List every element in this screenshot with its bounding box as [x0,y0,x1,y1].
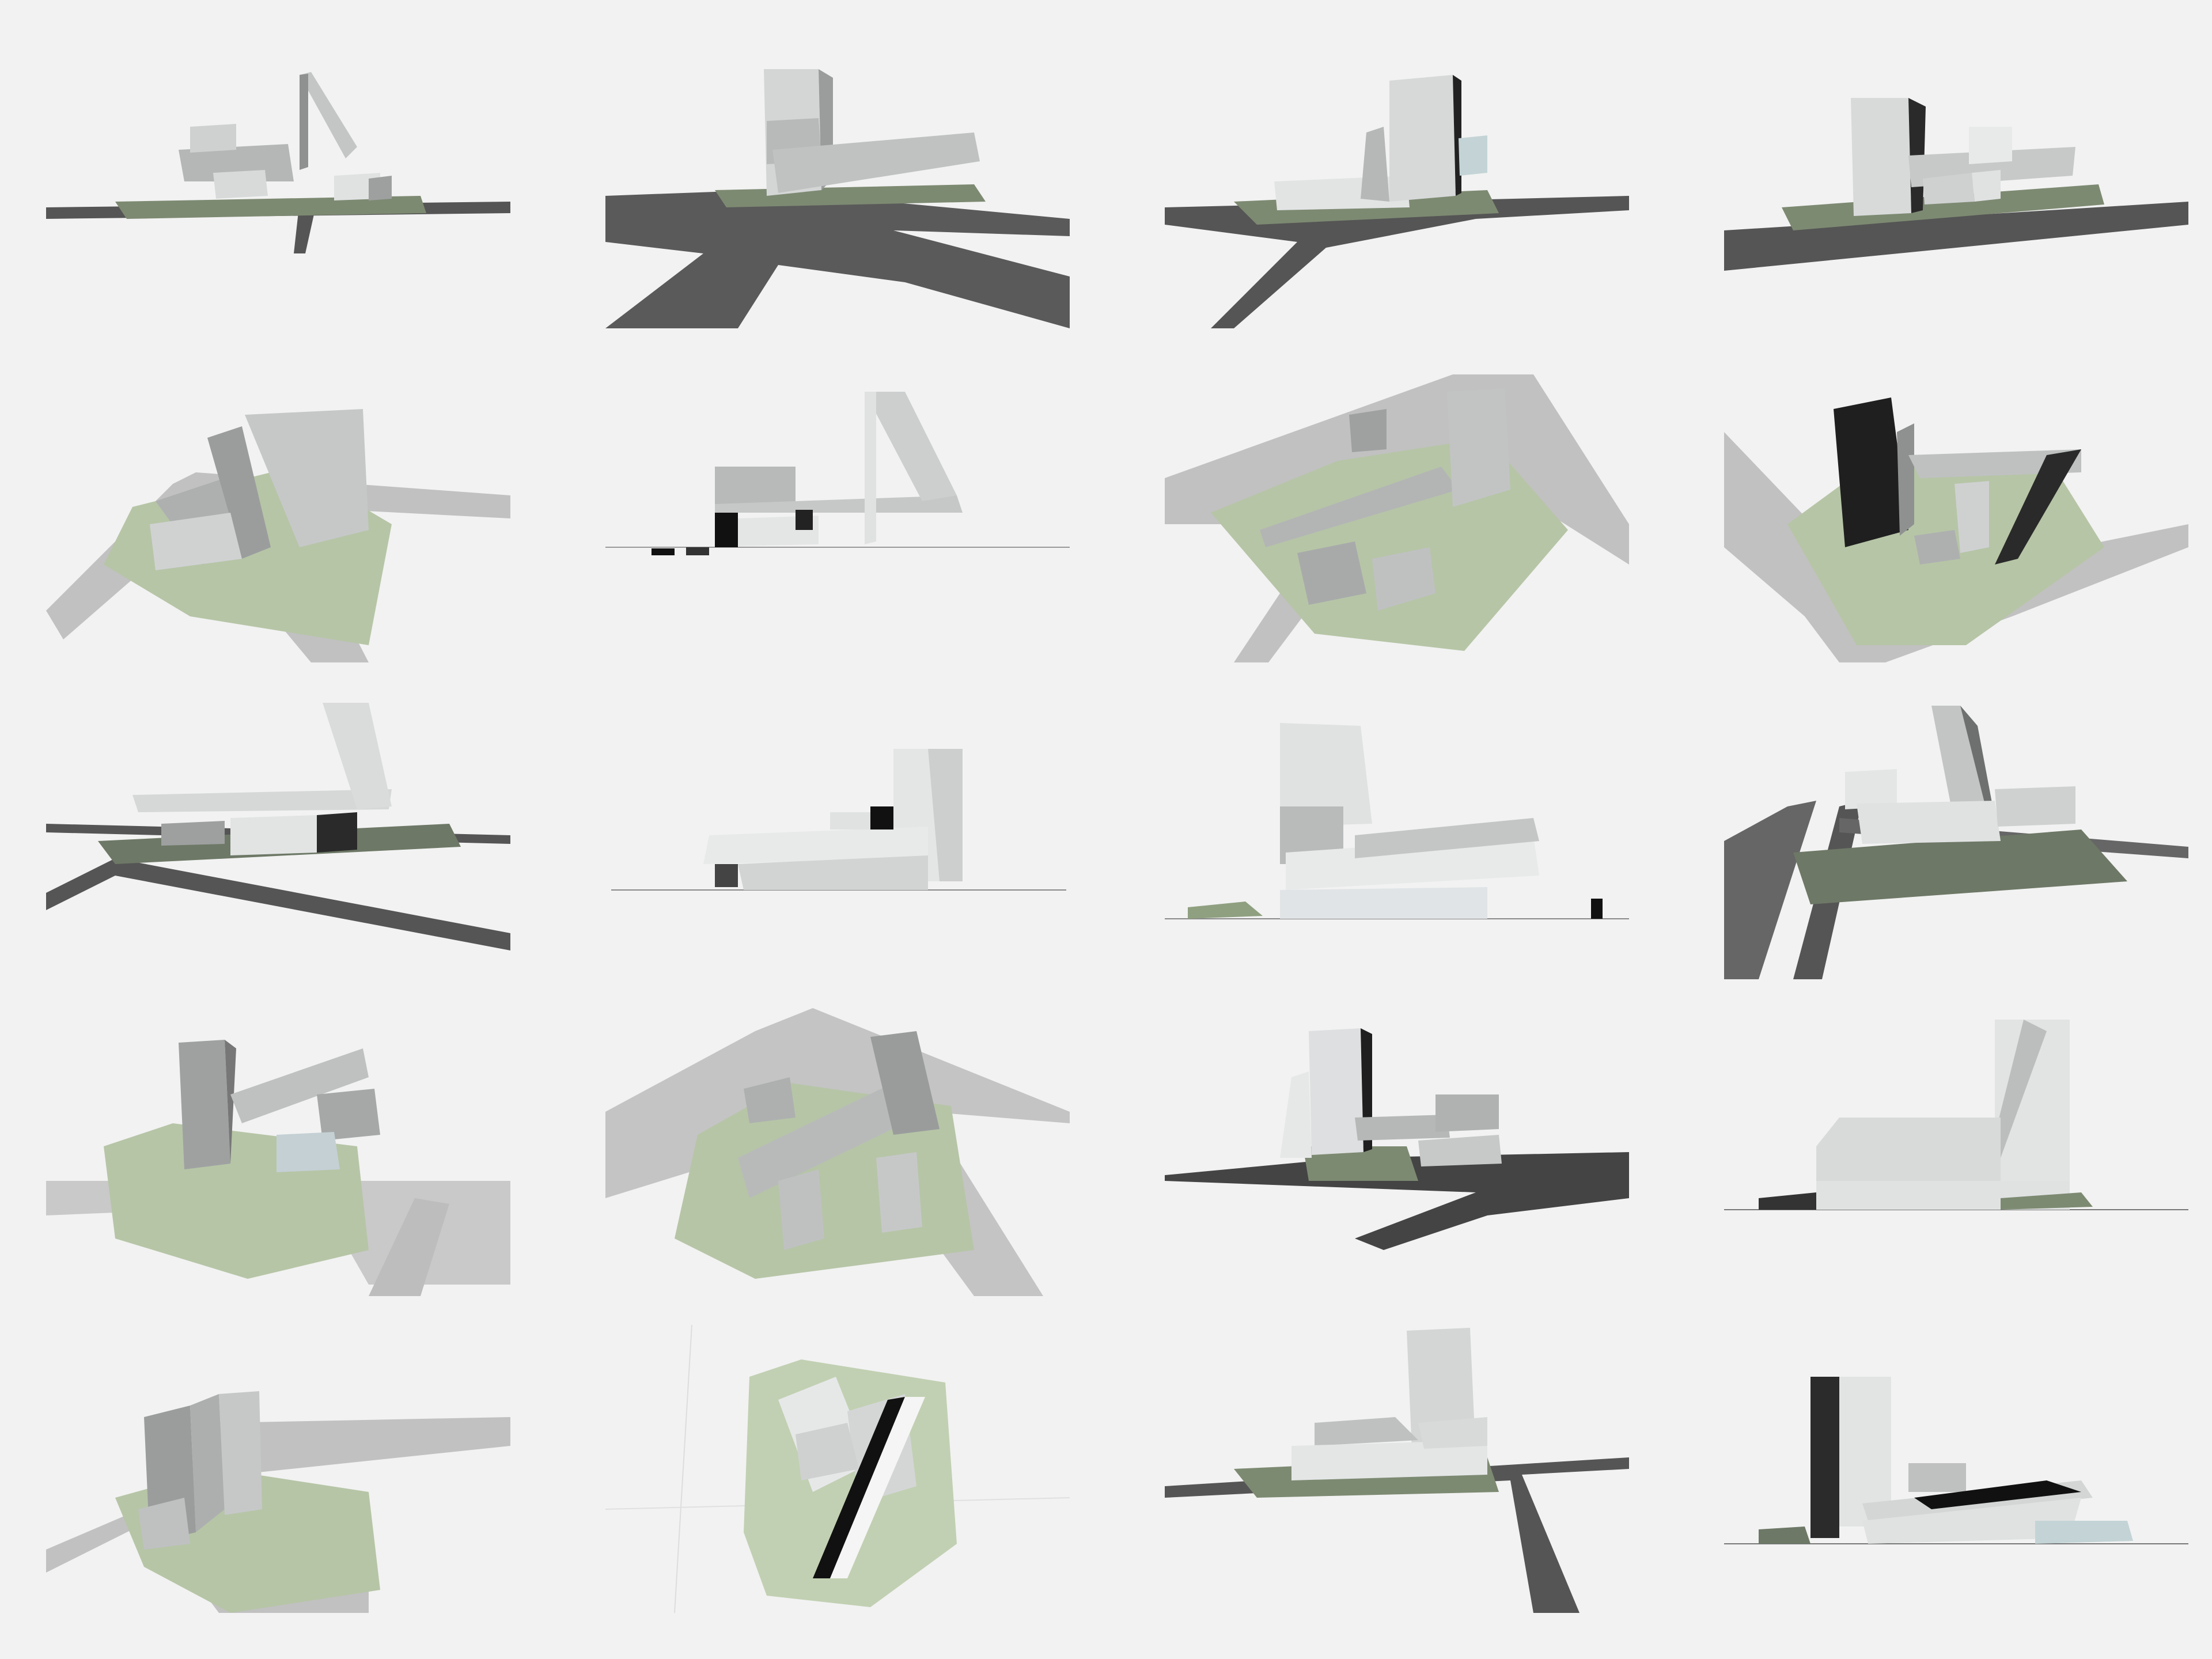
massing-view-9 [46,691,510,979]
massing-view-14 [605,1008,1070,1296]
massing-view-4 [1724,58,2188,346]
massing-view-7 [1165,374,1629,662]
massing-view-20 [1724,1325,2188,1613]
massing-view-17 [46,1325,510,1613]
massing-view-16 [1724,1008,2188,1296]
massing-view-11 [1165,691,1629,979]
massing-view-19 [1165,1325,1629,1613]
massing-view-8 [1724,374,2188,662]
massing-view-1 [46,58,510,346]
massing-view-15 [1165,1008,1629,1296]
massing-view-13 [46,1008,510,1296]
massing-view-18 [605,1325,1070,1613]
massing-view-10 [605,691,1070,979]
massing-views-grid [46,58,2188,1624]
massing-view-3 [1165,58,1629,346]
massing-view-2 [605,58,1070,346]
massing-view-12 [1724,691,2188,979]
massing-view-5 [46,374,510,662]
massing-view-6 [605,374,1070,662]
